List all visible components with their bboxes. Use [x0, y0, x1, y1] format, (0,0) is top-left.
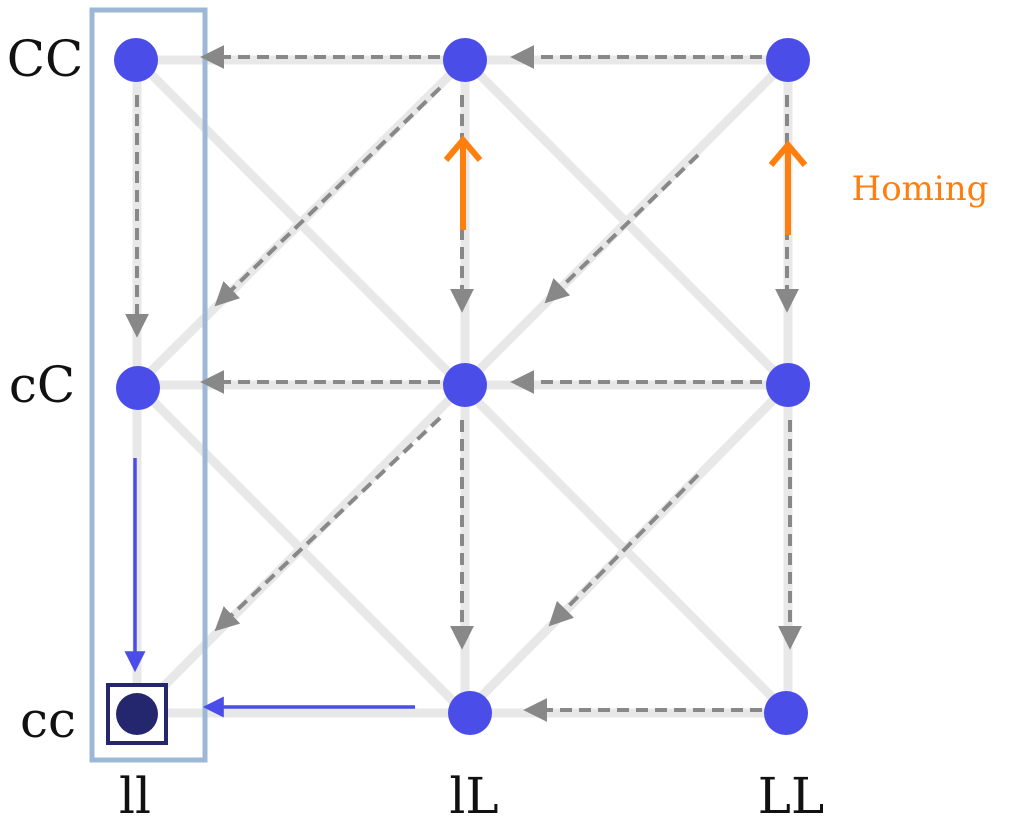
- col-label-LL: LL: [758, 767, 824, 825]
- node-cC-LL: [766, 363, 810, 407]
- dashed-arrow-d-1: [214, 86, 442, 307]
- nodes: [114, 38, 810, 735]
- node-CC-lL: [443, 38, 487, 82]
- dashed-arrow-d-4: [548, 473, 700, 627]
- row-label-cC: cC: [9, 356, 75, 414]
- target-node-cc-ll: [106, 683, 168, 745]
- homing-arrows: [443, 135, 808, 235]
- node-CC-ll: [114, 38, 158, 82]
- node-cc-lL: [448, 691, 492, 735]
- node-cc-LL: [764, 691, 808, 735]
- path-arrows: [124, 458, 415, 718]
- node-CC-LL: [766, 38, 810, 82]
- node-cC-ll: [116, 366, 160, 410]
- col-label-ll: ll: [119, 767, 151, 825]
- homing-label: Homing: [852, 169, 989, 209]
- homing-arrow-right: [768, 140, 808, 235]
- row-label-cc: cc: [20, 691, 76, 749]
- row-label-CC: CC: [7, 30, 84, 88]
- dashed-arrows: [125, 45, 802, 722]
- col-label-lL: lL: [449, 767, 498, 825]
- target-node: [116, 693, 158, 735]
- homing-arrow-mid: [443, 135, 483, 230]
- node-cC-lL: [443, 363, 487, 407]
- dashed-arrow-d-3: [214, 416, 442, 632]
- dashed-arrow-d-2: [544, 153, 700, 304]
